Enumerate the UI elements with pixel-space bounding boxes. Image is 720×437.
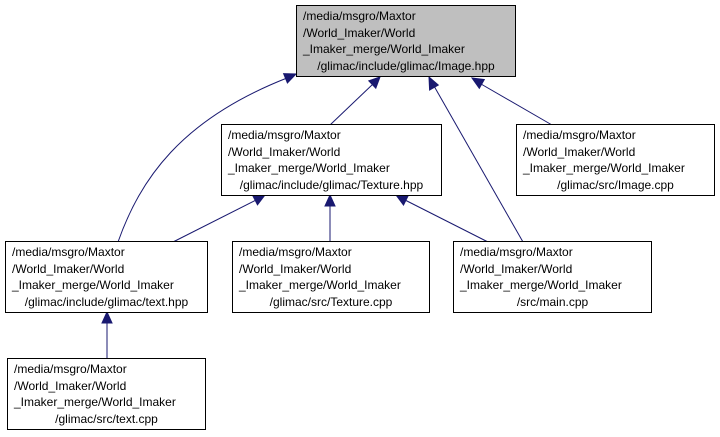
node-line: /glimac/include/glimac/Texture.hpp: [239, 177, 424, 192]
node-texture-hpp[interactable]: /media/msgro/Maxtor /World_Imaker/World …: [221, 124, 442, 196]
node-line: /World_Imaker/World: [303, 25, 416, 40]
edge-arrowhead: [428, 75, 440, 91]
node-image-cpp[interactable]: /media/msgro/Maxtor /World_Imaker/World …: [516, 124, 715, 196]
node-line: _Imaker_merge/World_Imaker: [239, 278, 401, 292]
node-line: /media/msgro/Maxtor: [303, 9, 416, 23]
edge-text-hpp-to-image-hpp: [117, 77, 288, 243]
edge-text-hpp-to-texture-hpp: [172, 199, 257, 243]
node-line: _Imaker_merge/World_Imaker: [523, 161, 685, 175]
node-line: /World_Imaker/World: [12, 261, 125, 276]
node-line: /glimac/src/text.cpp: [55, 411, 158, 426]
node-text-cpp[interactable]: /media/msgro/Maxtor /World_Imaker/World …: [7, 358, 206, 430]
node-text-hpp[interactable]: /media/msgro/Maxtor /World_Imaker/World …: [5, 241, 208, 313]
edge-arrowhead: [101, 310, 113, 324]
node-line: _Imaker_merge/World_Imaker: [460, 278, 622, 292]
node-texture-cpp[interactable]: /media/msgro/Maxtor /World_Imaker/World …: [232, 241, 430, 313]
node-line: /World_Imaker/World: [14, 378, 127, 393]
node-line: /media/msgro/Maxtor: [523, 128, 636, 142]
node-line: _Imaker_merge/World_Imaker: [14, 395, 176, 409]
node-image-hpp[interactable]: /media/msgro/Maxtor /World_Imaker/World …: [296, 5, 516, 77]
edge-arrowhead: [470, 77, 486, 90]
node-line: _Imaker_merge/World_Imaker: [228, 161, 390, 175]
node-line: /glimac/include/glimac/text.hpp: [24, 294, 189, 309]
edge-main-cpp-to-image-hpp: [433, 85, 524, 243]
edge-main-cpp-to-texture-hpp: [404, 199, 489, 243]
node-line: /glimac/include/glimac/Image.hpp: [317, 58, 495, 73]
node-line: /src/main.cpp: [516, 294, 589, 309]
node-line: /media/msgro/Maxtor: [239, 245, 352, 259]
node-line: _Imaker_merge/World_Imaker: [303, 42, 465, 56]
edge-arrowhead: [252, 194, 267, 206]
edge-arrowhead: [282, 73, 298, 84]
edge-arrowhead: [324, 193, 336, 207]
node-line: /World_Imaker/World: [460, 261, 573, 276]
node-line: /glimac/src/Image.cpp: [557, 177, 674, 192]
edge-arrowhead: [367, 76, 381, 90]
node-line: /glimac/src/Texture.cpp: [269, 294, 393, 309]
node-line: /media/msgro/Maxtor: [12, 245, 125, 259]
node-line: /World_Imaker/World: [523, 144, 636, 159]
node-line: /media/msgro/Maxtor: [14, 362, 127, 376]
node-main-cpp[interactable]: /media/msgro/Maxtor /World_Imaker/World …: [453, 241, 652, 313]
edge-image-cpp-to-image-hpp: [480, 83, 553, 126]
edge-texture-hpp-to-image-hpp: [329, 83, 374, 126]
node-line: /World_Imaker/World: [239, 261, 352, 276]
node-line: /media/msgro/Maxtor: [460, 245, 573, 259]
node-line: /World_Imaker/World: [228, 144, 341, 159]
edge-arrowhead: [394, 194, 409, 206]
node-line: /media/msgro/Maxtor: [228, 128, 341, 142]
node-line: _Imaker_merge/World_Imaker: [12, 278, 174, 292]
